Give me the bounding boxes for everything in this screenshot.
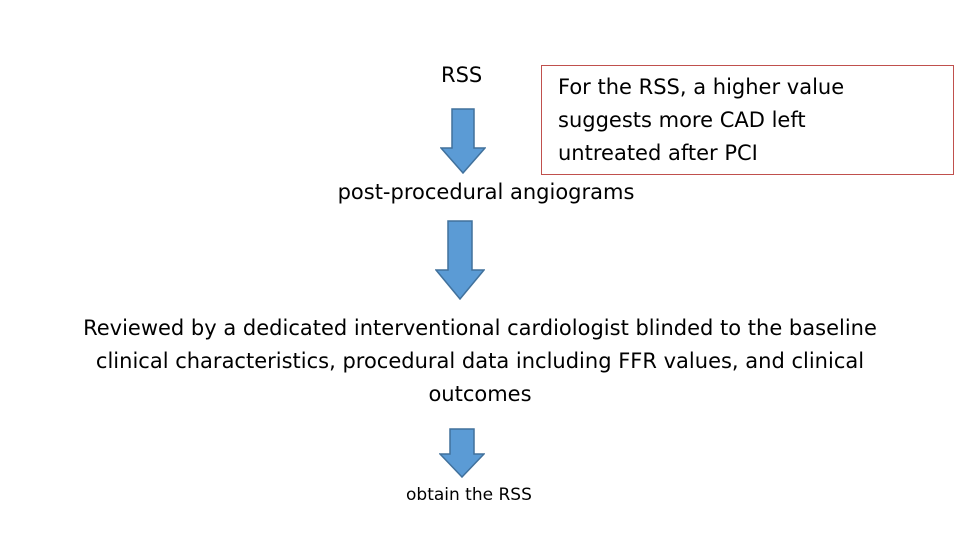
note-line: For the RSS, a higher value xyxy=(558,75,845,99)
step-rss-label: RSS xyxy=(441,63,483,87)
step-obtain-rss-label: obtain the RSS xyxy=(406,485,532,505)
review-line: outcomes xyxy=(428,382,532,406)
step-post-procedural-label: post-procedural angiograms xyxy=(337,180,635,204)
down-arrow-2 xyxy=(435,220,485,300)
down-arrow-3 xyxy=(439,428,485,478)
review-line: clinical characteristics, procedural dat… xyxy=(95,349,865,373)
note-line: suggests more CAD left xyxy=(558,108,806,132)
note-line: untreated after PCI xyxy=(558,141,758,165)
review-line: Reviewed by a dedicated interventional c… xyxy=(83,316,877,340)
down-arrow-1 xyxy=(440,108,486,174)
note-box: For the RSS, a higher value suggests mor… xyxy=(541,65,954,175)
step-review-text: Reviewed by a dedicated interventional c… xyxy=(30,312,930,411)
